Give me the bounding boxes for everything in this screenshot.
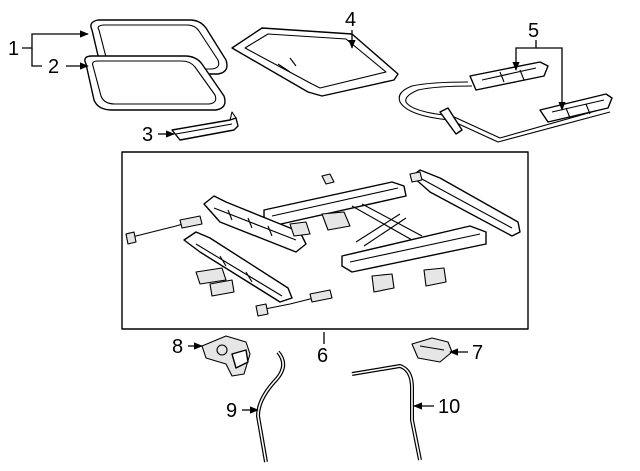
part-5-drive-cable	[398, 61, 613, 143]
part-10-drain-hose	[351, 364, 422, 461]
part-2-weatherstrip	[84, 55, 226, 111]
callout-7: 7	[472, 342, 483, 364]
part-3-deflector	[171, 111, 239, 141]
part-4-sunshade	[231, 27, 399, 97]
callout-4: 4	[345, 9, 356, 31]
callout-3: 3	[142, 124, 153, 146]
part-6-frame-assembly	[125, 169, 521, 317]
leader-lines	[22, 30, 566, 414]
part-9-drain-hose	[256, 350, 286, 463]
callout-10: 10	[438, 396, 460, 418]
callout-6: 6	[317, 345, 328, 367]
part-7-bracket	[411, 337, 453, 363]
callout-1: 1	[8, 38, 19, 60]
callout-8: 8	[172, 336, 183, 358]
part-6-frame-box	[121, 151, 529, 330]
callout-5: 5	[528, 20, 539, 42]
callout-2: 2	[48, 56, 59, 78]
part-8-motor	[201, 335, 251, 377]
callout-9: 9	[226, 400, 237, 422]
